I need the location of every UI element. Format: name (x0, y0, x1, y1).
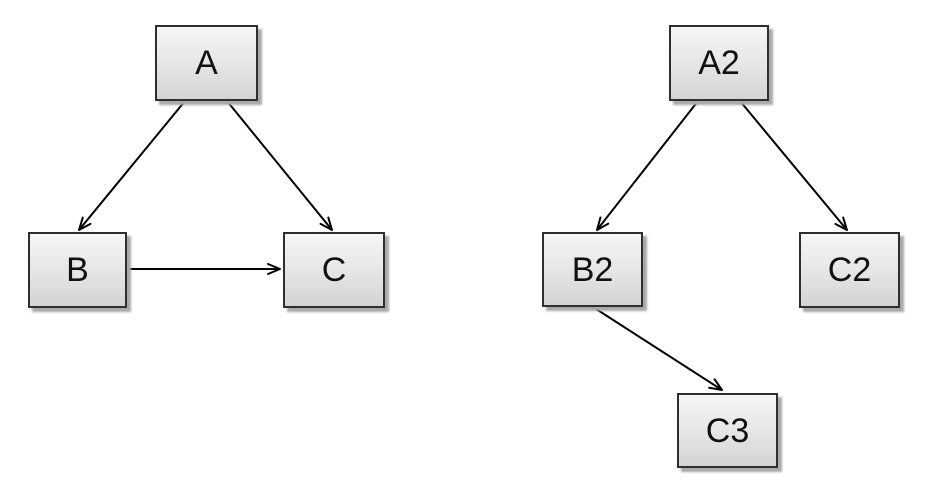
edge-A2-C2 (739, 100, 848, 231)
node-B[interactable]: B (28, 232, 127, 308)
node-label: C2 (827, 251, 872, 289)
node-C3[interactable]: C3 (677, 393, 778, 468)
node-B2[interactable]: B2 (542, 232, 643, 307)
node-label: A2 (698, 44, 740, 82)
edge-A2-B2 (596, 100, 699, 231)
edge-B2-C3 (592, 306, 723, 391)
node-C[interactable]: C (283, 232, 385, 308)
node-label: B (66, 251, 89, 289)
node-label: A (195, 44, 218, 82)
node-A2[interactable]: A2 (669, 25, 769, 101)
node-label: B2 (571, 250, 614, 289)
node-label: C (321, 251, 347, 289)
edge-A-C (226, 100, 333, 231)
edge-A-B (78, 100, 186, 231)
node-C2[interactable]: C2 (799, 232, 900, 308)
node-A[interactable]: A (155, 25, 258, 101)
node-label: C3 (705, 411, 750, 450)
